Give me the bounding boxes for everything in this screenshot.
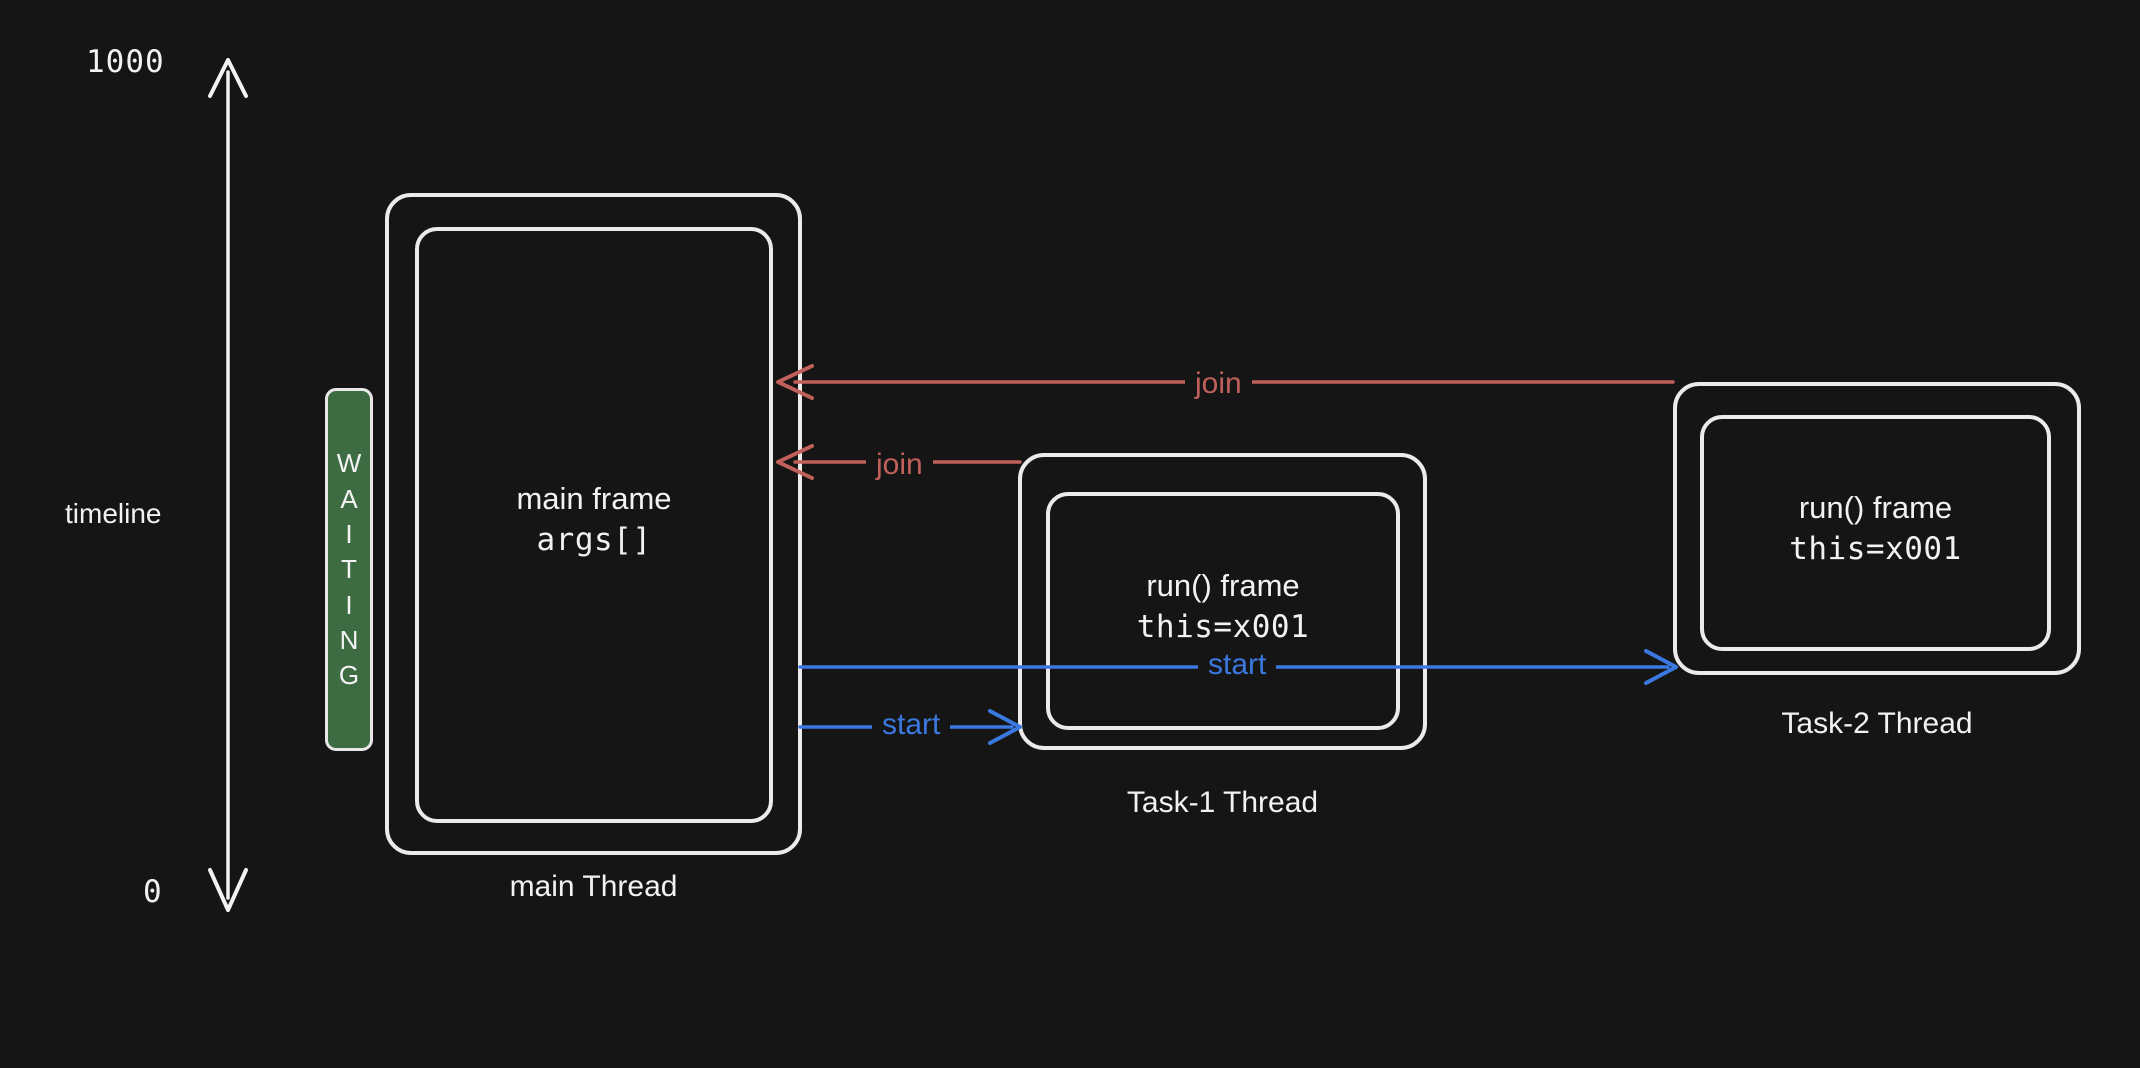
main-thread-inner-box xyxy=(415,227,773,823)
task2-thread-outer-box xyxy=(1673,382,2081,675)
axis-title: timeline xyxy=(65,498,162,529)
waiting-state-badge: W A I T I N G xyxy=(325,388,373,751)
task1-thread-inner-box xyxy=(1046,492,1400,730)
waiting-letter-g: G xyxy=(338,660,360,691)
task2-thread-caption: Task-2 Thread xyxy=(1781,707,1973,740)
task1-thread-caption: Task-1 Thread xyxy=(1126,786,1319,819)
waiting-letter-t: T xyxy=(341,554,357,585)
main-thread-caption: main Thread xyxy=(509,870,678,903)
waiting-letter-a: A xyxy=(340,483,358,514)
waiting-letter-w: W xyxy=(336,448,362,479)
start-label-task1: start xyxy=(872,708,951,742)
axis-max-label: 1000 xyxy=(86,44,165,80)
task1-thread-outer-box xyxy=(1018,453,1427,750)
task2-thread-inner-box xyxy=(1700,415,2051,651)
axis-min-label: 0 xyxy=(143,874,163,910)
join-label-task2: join xyxy=(1185,367,1252,401)
waiting-letter-n: N xyxy=(339,624,359,655)
waiting-letter-i1: I xyxy=(345,519,353,550)
start-label-task2: start xyxy=(1198,648,1277,682)
main-thread-outer-box xyxy=(385,193,802,855)
join-label-task1: join xyxy=(866,448,933,482)
waiting-letter-i2: I xyxy=(345,589,353,620)
